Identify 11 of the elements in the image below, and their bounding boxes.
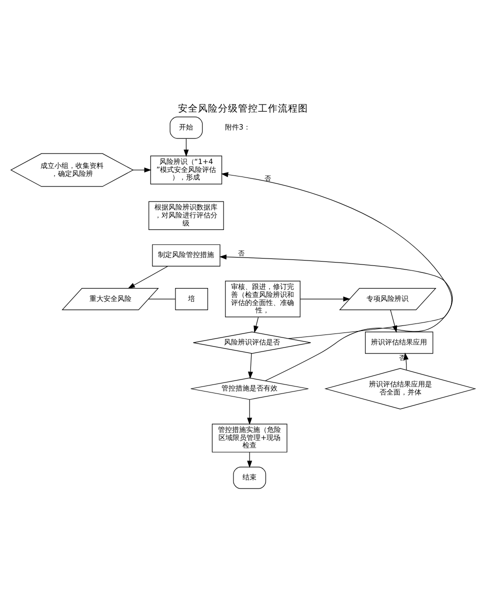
- arrow: [221, 172, 452, 338]
- arrow: [132, 167, 152, 172]
- arrow: [219, 254, 453, 381]
- arrow: [300, 296, 350, 302]
- connector: [148, 298, 176, 299]
- arrow: [248, 352, 253, 378]
- arrow: [254, 316, 259, 333]
- arrow: [128, 265, 168, 288]
- arrow: [247, 398, 252, 424]
- arrow: [184, 138, 189, 156]
- diagram-title: 安全风险分级管控工作流程图: [178, 102, 308, 114]
